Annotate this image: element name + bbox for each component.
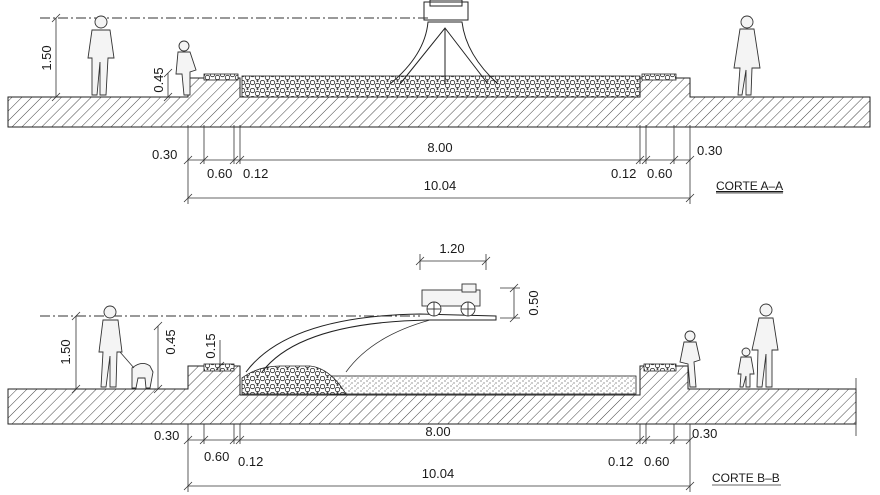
- dim-gap-left-b: 0.12: [238, 454, 263, 469]
- section-b: 1.50 0.45 0.15 0.50 1.20: [7, 241, 857, 492]
- dim-height-step-b: 0.15: [203, 333, 218, 358]
- dim-vehicle-height-b: 0.50: [526, 290, 541, 315]
- person-seated-b: [679, 330, 701, 388]
- dim-curb-left-a: 0.30: [152, 147, 177, 162]
- person-adult-b: [751, 303, 779, 388]
- person-figure-a-left: [87, 15, 115, 96]
- gravel-bed-a: [241, 75, 641, 98]
- dim-gap-right-a: 0.12: [611, 166, 636, 181]
- dim-pool-width-a: 8.00: [427, 140, 452, 155]
- gravel-mound-b: [241, 365, 347, 395]
- section-title-b: CORTE B–B: [712, 471, 780, 485]
- section-a: 1.50 0.45 0.30 0.60 0.12 8.00 0.12 0.60 …: [7, 0, 871, 204]
- section-title-a: CORTE A–A: [716, 179, 783, 193]
- ramp-b: [245, 313, 497, 373]
- dim-curb-left-b: 0.30: [154, 428, 179, 443]
- dim-ledge-left-a: 0.60: [207, 166, 232, 181]
- dim-pool-width-b: 8.00: [425, 424, 450, 439]
- tower-a: [389, 0, 499, 85]
- person-child-b: [737, 347, 755, 388]
- dim-ledge-right-a: 0.60: [647, 166, 672, 181]
- dim-height-wall-a: 0.45: [151, 67, 166, 92]
- person-figure-a-right: [733, 15, 761, 96]
- cart-figure-b: [421, 283, 481, 317]
- ledge-gravel-left-a: [203, 73, 239, 81]
- dim-height-person-b: 1.50: [58, 339, 73, 364]
- dim-gap-left-a: 0.12: [243, 166, 268, 181]
- sand-bed-b: [329, 375, 637, 395]
- person-seated-a: [175, 40, 197, 96]
- dim-gap-right-b: 0.12: [608, 454, 633, 469]
- dim-total-width-a: 10.04: [424, 178, 457, 193]
- dim-vehicle-width-b: 1.20: [439, 241, 464, 256]
- person-with-dog-b: [98, 305, 154, 389]
- dim-height-person-a: 1.50: [39, 45, 54, 70]
- ledge-gravel-right-b: [643, 363, 677, 372]
- dim-height-wall-b: 0.45: [163, 329, 178, 354]
- dim-ledge-right-b: 0.60: [644, 454, 669, 469]
- dim-curb-right-a: 0.30: [697, 143, 722, 158]
- dim-ledge-left-b: 0.60: [204, 449, 229, 464]
- dim-curb-right-b: 0.30: [692, 426, 717, 441]
- dim-total-width-b: 10.04: [422, 466, 455, 481]
- ledge-gravel-right-a: [641, 73, 677, 81]
